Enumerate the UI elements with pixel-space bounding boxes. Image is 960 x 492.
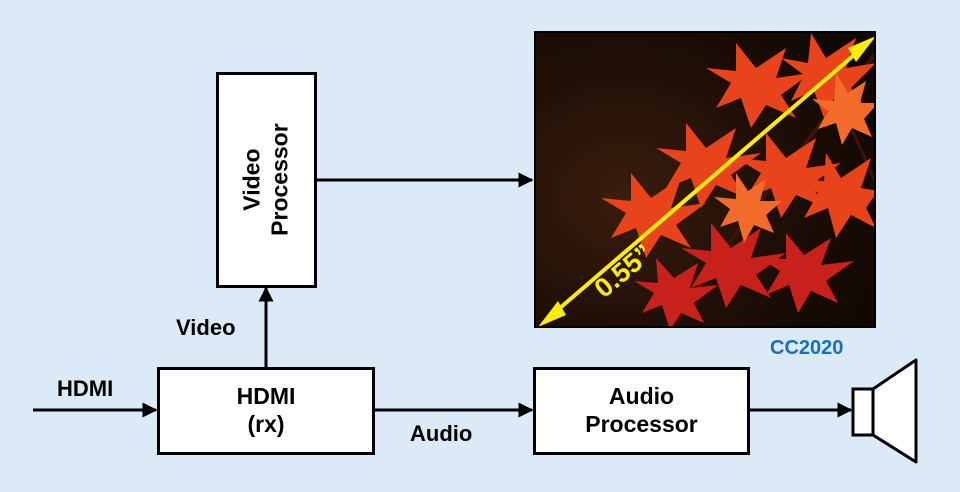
video-processor-block: Video Processor bbox=[216, 72, 317, 288]
hdmi-rx-block: HDMI (rx) bbox=[157, 367, 375, 455]
audio-processor-label-line2: Processor bbox=[585, 411, 698, 437]
audio-processor-block: Audio Processor bbox=[533, 367, 750, 455]
hdmi-rx-label-line1: HDMI bbox=[236, 383, 296, 410]
video-processor-label-line1: Video bbox=[238, 148, 265, 212]
hdmi-rx-label-line2: (rx) bbox=[247, 411, 285, 437]
audio-signal-label: Audio bbox=[410, 421, 473, 446]
audio-processor-label-line1: Audio bbox=[608, 383, 675, 410]
hdmi-input-label: HDMI bbox=[57, 376, 114, 401]
video-signal-label: Video bbox=[176, 315, 236, 340]
diagonal-measurement bbox=[538, 36, 874, 326]
maple-leaves-image: 0.55” bbox=[536, 33, 874, 326]
speaker-icon bbox=[851, 358, 918, 464]
display-photo: 0.55” bbox=[534, 31, 876, 328]
video-processor-label-line2: Processor bbox=[266, 123, 293, 237]
copyright-credit: CC2020 bbox=[770, 337, 844, 359]
